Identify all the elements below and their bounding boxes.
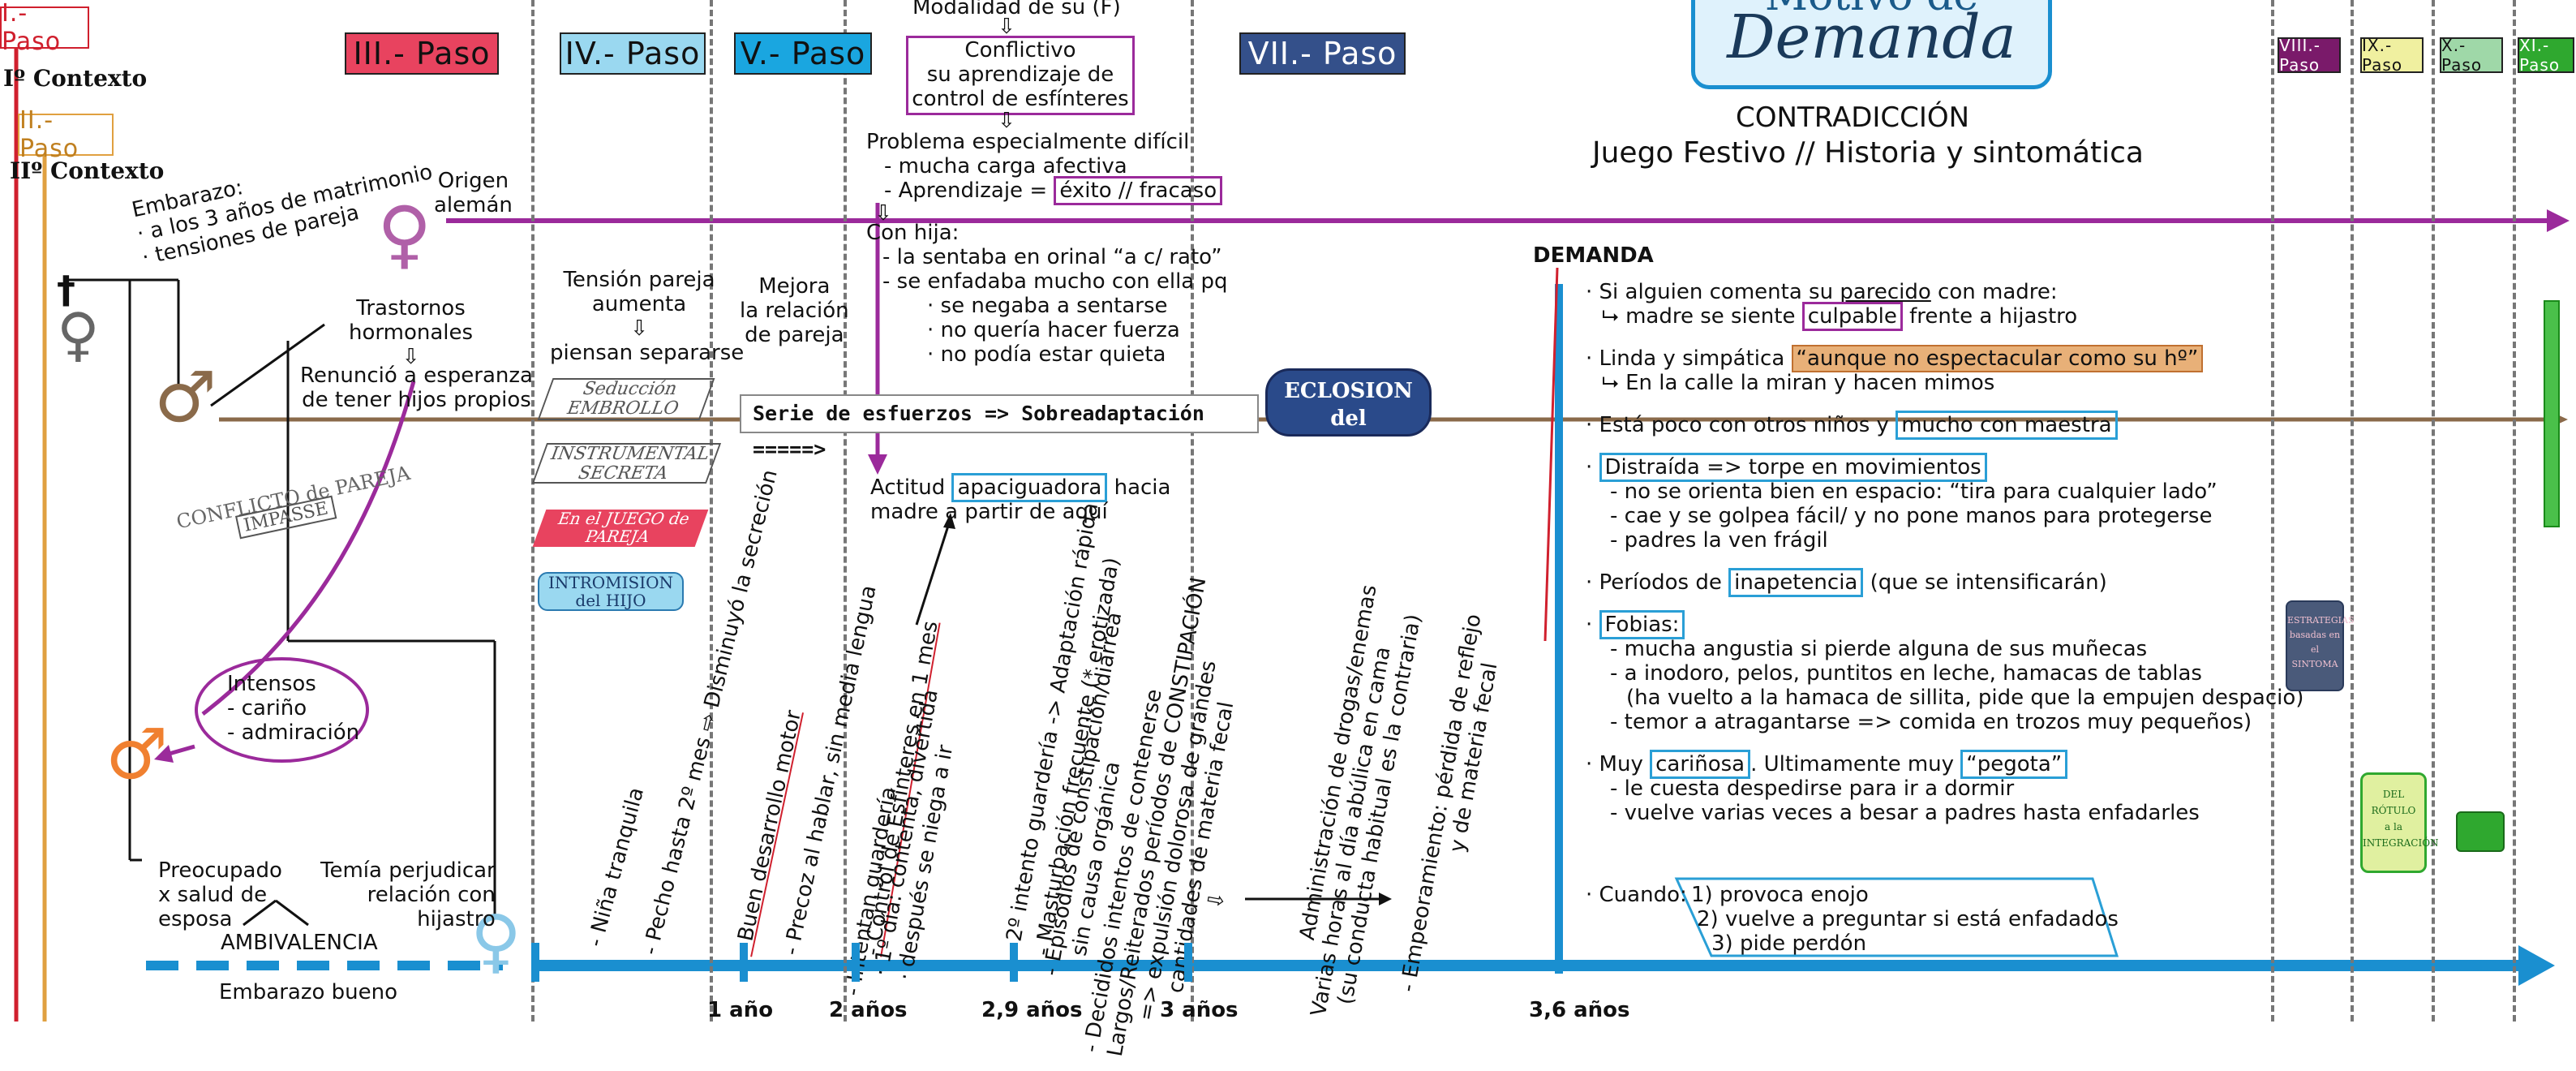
cuando-label: · Cuando: (1586, 883, 1687, 907)
timeline-tick (852, 943, 860, 982)
paso-7-header: VII.- Paso (1239, 32, 1406, 75)
green-card (2456, 811, 2505, 852)
demanda-label: DEMANDA (1533, 243, 1654, 268)
male-symbol-icon: ♂ (154, 357, 217, 438)
problema-note: Problema especialmente difícil - mucha c… (866, 130, 1223, 205)
column-divider (2351, 0, 2354, 1022)
subtitle-contradiccion: CONTRADICCIÓN (1736, 101, 1970, 134)
paso-8-header: VIII.- Paso (2278, 36, 2341, 75)
timeline-tick (740, 943, 748, 982)
female-symbol-icon: ♀ (470, 901, 522, 982)
serie-esfuerzos-box: Serie de esfuerzos => Sobreadaptación ==… (740, 394, 1259, 461)
paso-9-header: IX.- Paso (2360, 36, 2424, 75)
intensos-text: Intensos- cariño- admiración (227, 672, 360, 745)
female-symbol-icon: ♀ (57, 300, 100, 368)
timeline-tick (1184, 943, 1192, 982)
arrow-down-icon: ⇩ (998, 15, 1015, 39)
ambivalencia-label: AMBIVALENCIA (221, 931, 378, 955)
male-symbol-icon: ♂ (105, 714, 169, 795)
modalidad-note: Modalidad de su (F) (912, 0, 1121, 19)
age-label: 1 año (707, 998, 774, 1022)
cuando-item-3: 3) pide perdón (1711, 931, 1867, 956)
arrow-down-icon: ⇩ (874, 201, 892, 226)
title-line-1: Motivo de (1695, 0, 2048, 20)
cross-icon: † (57, 268, 75, 312)
intensos-ellipse: Intensos- cariño- admiración (195, 657, 369, 763)
column-divider (2432, 0, 2435, 1022)
paso-2-header: II.- Paso (18, 106, 114, 163)
paso-5-header: V.- Paso (734, 32, 872, 75)
timeline-tick (1010, 943, 1018, 982)
age-label: 2,9 años (981, 998, 1083, 1022)
column-divider (2271, 0, 2274, 1022)
paso-11-header: XI.- Paso (2518, 36, 2574, 75)
arrow-down-icon: ⇩ (998, 109, 1015, 133)
contexto-2-label: IIº Contexto (10, 157, 165, 184)
title-line-2: Demanda (1727, 2, 2016, 72)
contexto-1-label: Iº Contexto (3, 65, 148, 92)
age-label: 3 años (1160, 998, 1239, 1022)
subtitle-juego: Juego Festivo // Historia y sintomática (1592, 136, 2144, 170)
cuando-item-1: 1) provoca enojo (1691, 883, 1869, 907)
title-box: Motivo de Demanda (1691, 0, 2052, 89)
column-divider (1191, 0, 1194, 1022)
female-symbol-icon: ♀ (377, 191, 432, 277)
paso-10-header: X.- Paso (2440, 36, 2503, 75)
con-hija-note: Con hija: - la sentaba en orinal “a c/ r… (866, 221, 1228, 367)
paso-4-header: IV.- Paso (560, 32, 706, 75)
column-divider (710, 0, 713, 1022)
cuando-item-2: 2) vuelve a preguntar si está enfadados (1697, 907, 2119, 931)
column-divider (531, 0, 535, 1022)
demanda-list: · Si alguien comenta su parecido con mad… (1586, 280, 2304, 825)
actitud-note: Actitud apaciguadora hacia madre a parti… (870, 473, 1170, 524)
embarazo-bueno-label: Embarazo bueno (219, 980, 397, 1004)
age-label: 3,6 años (1529, 998, 1630, 1022)
paso-1-header: I.- Paso (0, 0, 89, 56)
column-divider (844, 0, 847, 1022)
age-label: 2 años (829, 998, 908, 1022)
column-divider (2513, 0, 2516, 1022)
green-vertical-card (2544, 300, 2560, 527)
timeline-tick (531, 943, 539, 982)
paso-3-header: III.- Paso (345, 32, 499, 75)
